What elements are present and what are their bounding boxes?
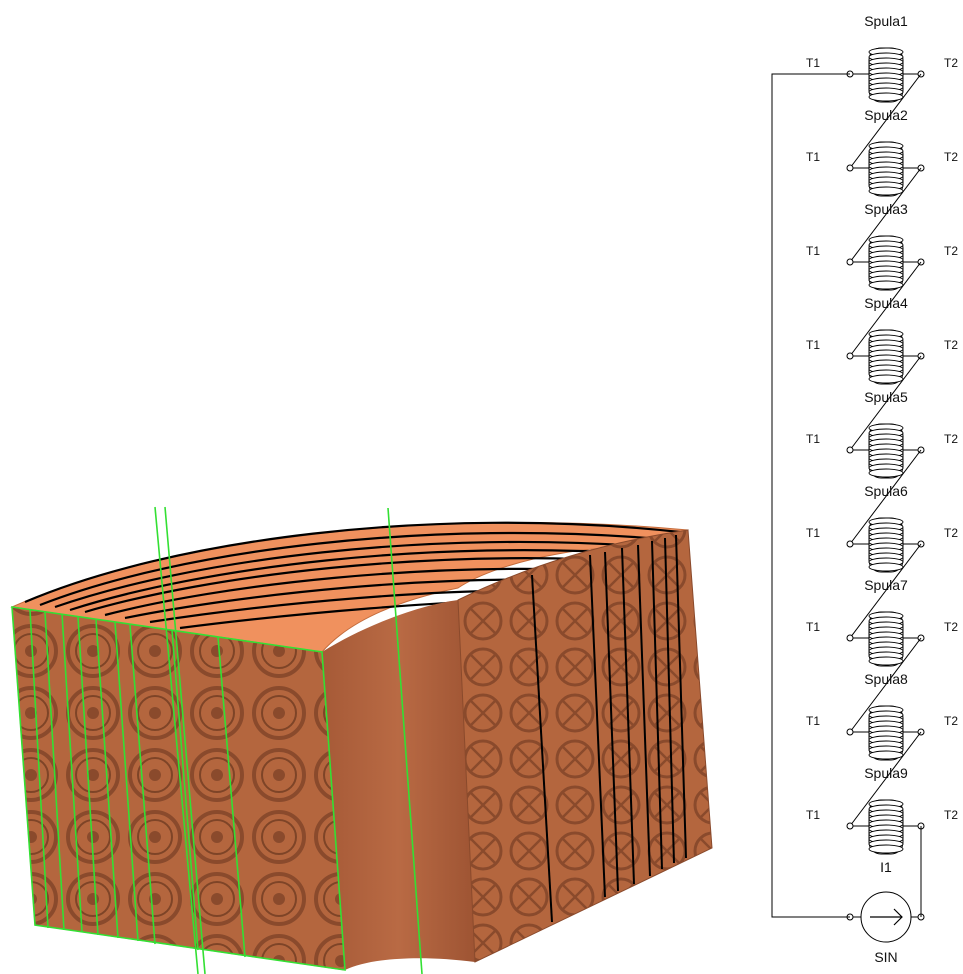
series-wire — [849, 449, 922, 545]
inductor-coil-icon — [868, 517, 904, 573]
terminal-t1-label: T1 — [806, 620, 820, 634]
coil-label: Spula7 — [864, 577, 908, 593]
terminal-t1-label: T1 — [806, 526, 820, 540]
inductor-coil-icon — [868, 235, 904, 291]
terminal-t1-label: T1 — [806, 432, 820, 446]
terminal-t1-label: T1 — [806, 338, 820, 352]
terminal-t2-label: T2 — [944, 244, 958, 258]
terminal-t1-label: T1 — [806, 150, 820, 164]
terminal-t2-label: T2 — [944, 432, 958, 446]
coil-cutaway-model — [10, 506, 713, 974]
coil-label: Spula6 — [864, 483, 908, 499]
terminal-t2-label: T2 — [944, 620, 958, 634]
inductor-coil-icon — [868, 47, 904, 103]
terminal-t1[interactable] — [846, 446, 854, 454]
series-wire — [849, 167, 922, 263]
terminal-t2-label: T2 — [944, 808, 958, 822]
terminal-t2-label: T2 — [944, 714, 958, 728]
coil-label: Spula1 — [864, 13, 908, 29]
terminal-t1[interactable] — [846, 258, 854, 266]
terminal-t1[interactable] — [846, 728, 854, 736]
inductor-coil-icon — [868, 799, 904, 855]
source-label: I1 — [880, 859, 892, 875]
series-wire — [849, 543, 922, 639]
inductor-coil-icon — [868, 611, 904, 667]
terminal-t1[interactable] — [846, 634, 854, 642]
coil-label: Spula5 — [864, 389, 908, 405]
terminal-t2-label: T2 — [944, 338, 958, 352]
terminal-t1[interactable] — [846, 352, 854, 360]
terminal-t2-label: T2 — [944, 56, 958, 70]
terminal-t2-label: T2 — [944, 526, 958, 540]
terminal-t1[interactable] — [846, 540, 854, 548]
right-face-layer-lines — [531, 534, 687, 923]
inductor-coil-icon — [868, 141, 904, 197]
inductor-coil-icon — [868, 329, 904, 385]
source-type-label: SIN — [874, 949, 897, 965]
series-wire — [849, 261, 922, 357]
series-wire — [849, 73, 922, 169]
inductor-coil-icon — [868, 423, 904, 479]
coil-label: Spula8 — [864, 671, 908, 687]
coil-label: Spula9 — [864, 765, 908, 781]
right-cut-face — [457, 529, 713, 963]
terminal-t1[interactable] — [846, 822, 854, 830]
terminal-t1[interactable] — [846, 164, 854, 172]
inductor-coil-icon — [868, 705, 904, 761]
current-source-arrow-icon — [870, 908, 903, 926]
coil-label: Spula2 — [864, 107, 908, 123]
terminal-t1-label: T1 — [806, 808, 820, 822]
inner-bore-surface — [322, 600, 475, 970]
series-wire — [849, 731, 922, 827]
coil-label: Spula4 — [864, 295, 908, 311]
series-wire — [849, 637, 922, 733]
terminal-t1-label: T1 — [806, 56, 820, 70]
section-cut-lines — [11, 506, 423, 974]
terminal-t2-label: T2 — [944, 150, 958, 164]
series-wire — [849, 355, 922, 451]
terminal-t1-label: T1 — [806, 714, 820, 728]
terminal-t1-label: T1 — [806, 244, 820, 258]
return-wire-left — [771, 73, 850, 918]
coil-label: Spula3 — [864, 201, 908, 217]
